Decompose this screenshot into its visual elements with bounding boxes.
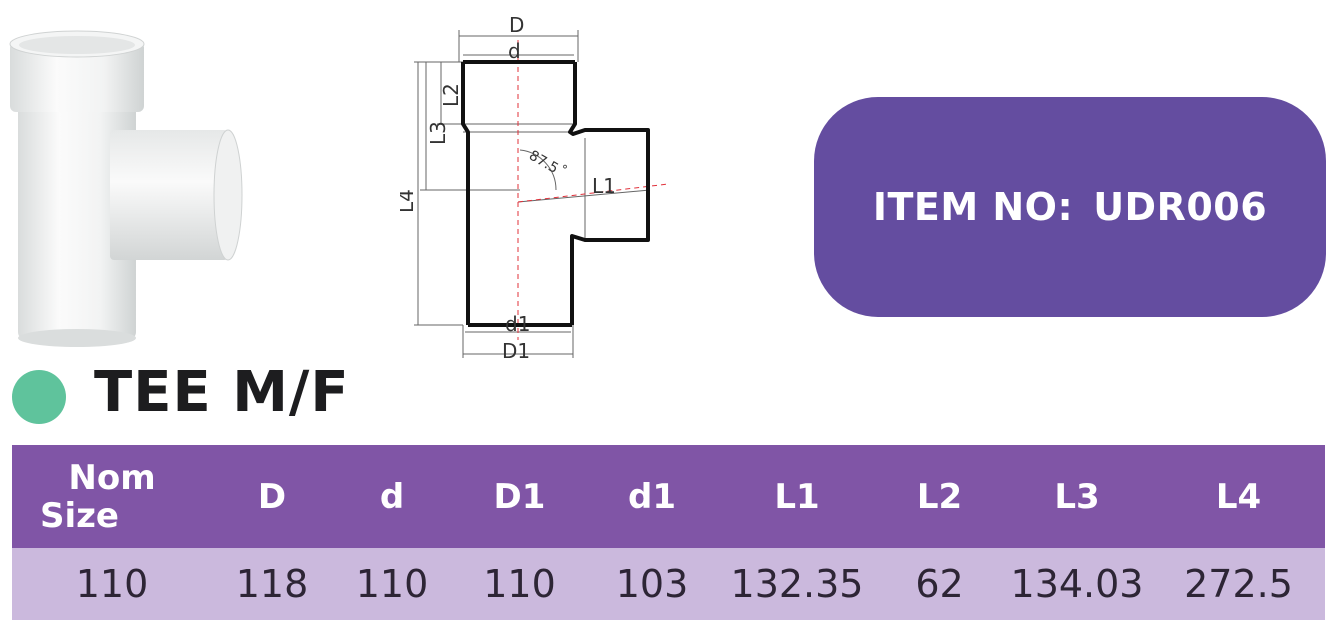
tee-technical-drawing: D d L2 L3 L4 L1 87.5 ° d1 D1 — [400, 13, 669, 363]
title-bullet-dot — [12, 370, 66, 424]
table-header-d1: d1 — [587, 445, 717, 548]
table-cell: 103 — [587, 548, 717, 620]
dim-L1-label: L1 — [592, 174, 616, 198]
table-header-L1: L1 — [717, 445, 877, 548]
table-header-D1: D1 — [452, 445, 587, 548]
angle-label: 87.5 — [526, 148, 561, 177]
item-number-badge: ITEM NO: UDR006 — [814, 97, 1326, 317]
table-cell: 272.5 — [1152, 548, 1325, 620]
table-cell: 110 — [452, 548, 587, 620]
table-header-L3: L3 — [1002, 445, 1152, 548]
table-cell: 62 — [877, 548, 1002, 620]
table-header-L4: L4 — [1152, 445, 1325, 548]
table-row: 110 118 110 110 103 132.35 62 134.03 272… — [12, 548, 1325, 620]
item-number: UDR006 — [1093, 185, 1268, 229]
dim-L4-label: L4 — [400, 189, 418, 213]
tee-product-photo — [9, 30, 243, 347]
dim-L2-label: L2 — [439, 83, 463, 107]
table-cell: 134.03 — [1002, 548, 1152, 620]
table-header-D: D — [212, 445, 332, 548]
dim-D1-label: D1 — [502, 339, 530, 363]
table-header-L2: L2 — [877, 445, 1002, 548]
table-cell: 118 — [212, 548, 332, 620]
item-label: ITEM NO: — [872, 185, 1074, 229]
table-header-d: d — [332, 445, 452, 548]
table-cell: 110 — [12, 548, 212, 620]
table-cell: 132.35 — [717, 548, 877, 620]
dim-d-label: d — [508, 39, 521, 63]
dim-L3-label: L3 — [426, 121, 450, 145]
degree-symbol: ° — [562, 163, 568, 177]
product-title: TEE M/F — [94, 360, 350, 425]
table-cell: 110 — [332, 548, 452, 620]
item-number-text: ITEM NO: UDR006 — [873, 185, 1267, 229]
dim-d1-label: d1 — [505, 312, 530, 336]
dim-D-label: D — [509, 13, 524, 37]
